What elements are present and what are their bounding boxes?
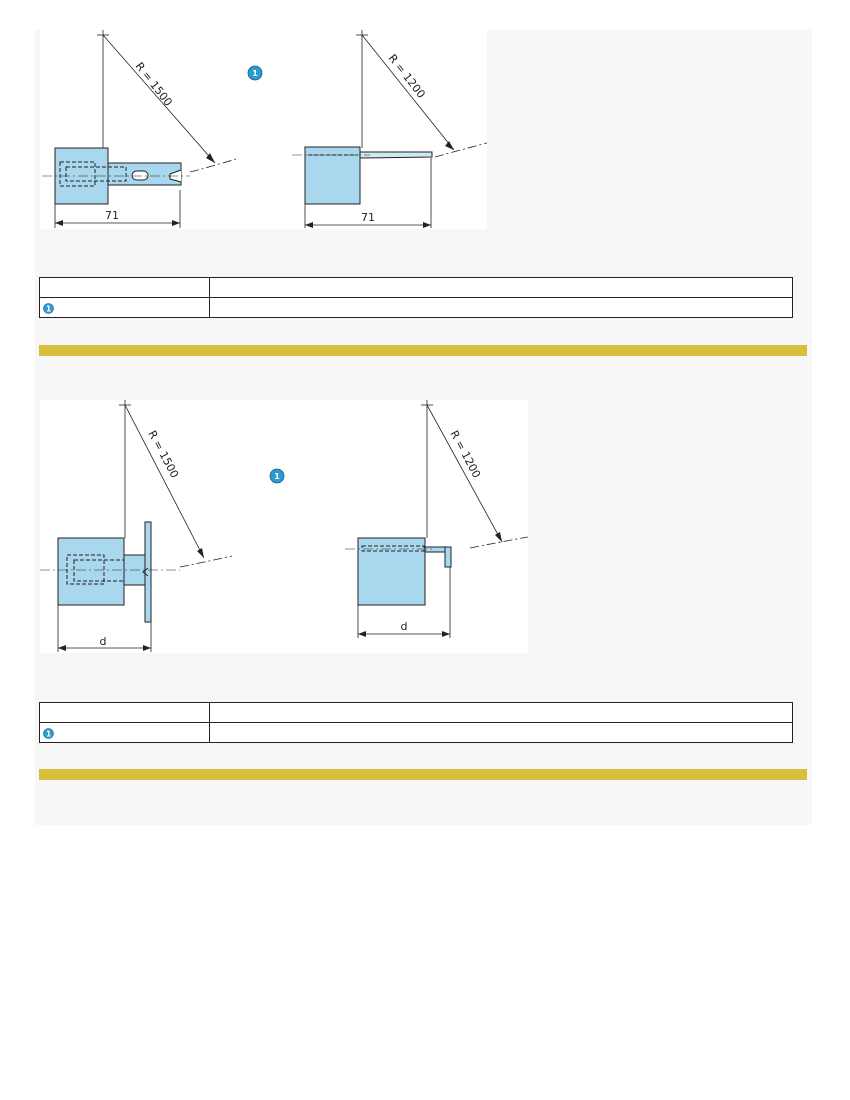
- table-cell: [209, 702, 793, 723]
- left-radius-label: R = 1500: [133, 60, 175, 109]
- table-cell: 1: [39, 297, 210, 318]
- left-dimension-label: d: [100, 635, 107, 648]
- table-cell: [39, 702, 210, 723]
- right-part-with-handle: [357, 537, 452, 606]
- document-sheet: 71 R = 1500 1: [35, 30, 812, 825]
- left-part-with-handle: [57, 521, 152, 623]
- svg-text:1: 1: [274, 472, 280, 481]
- table-row: 1: [39, 722, 793, 743]
- svg-text:1: 1: [252, 69, 258, 78]
- right-dimension-label: 71: [361, 211, 375, 224]
- figure-2-drawing: d R = 1500 1: [40, 400, 528, 653]
- section-divider-bar: [39, 769, 807, 780]
- reference-table-1: 1: [39, 277, 793, 318]
- table-row: [39, 702, 793, 723]
- table-cell: [209, 297, 793, 318]
- left-dimension-label: 71: [105, 209, 119, 222]
- right-part: [304, 146, 433, 205]
- numbered-callout-icon: [269, 468, 285, 484]
- right-radius-label: R = 1200: [386, 52, 428, 101]
- section-divider-bar: [39, 345, 807, 356]
- svg-text:1: 1: [46, 304, 52, 313]
- numbered-callout-icon: 1: [43, 727, 54, 739]
- table-cell: [209, 722, 793, 743]
- numbered-callout-icon: [247, 65, 263, 81]
- table-row: 1: [39, 297, 793, 318]
- callout-badge-1: 1: [247, 65, 263, 81]
- numbered-callout-icon: 1: [43, 302, 54, 314]
- table-row: [39, 277, 793, 298]
- reference-table-2: 1: [39, 702, 793, 743]
- callout-badge-2: 1: [269, 468, 285, 484]
- table-cell: [39, 277, 210, 298]
- figure-1-drawing: 71 R = 1500 1: [40, 30, 487, 229]
- table-cell: [209, 277, 793, 298]
- svg-text:1: 1: [46, 729, 52, 738]
- right-radius-label: R = 1200: [447, 428, 483, 480]
- right-dimension-label: d: [401, 620, 408, 633]
- table-cell: 1: [39, 722, 210, 743]
